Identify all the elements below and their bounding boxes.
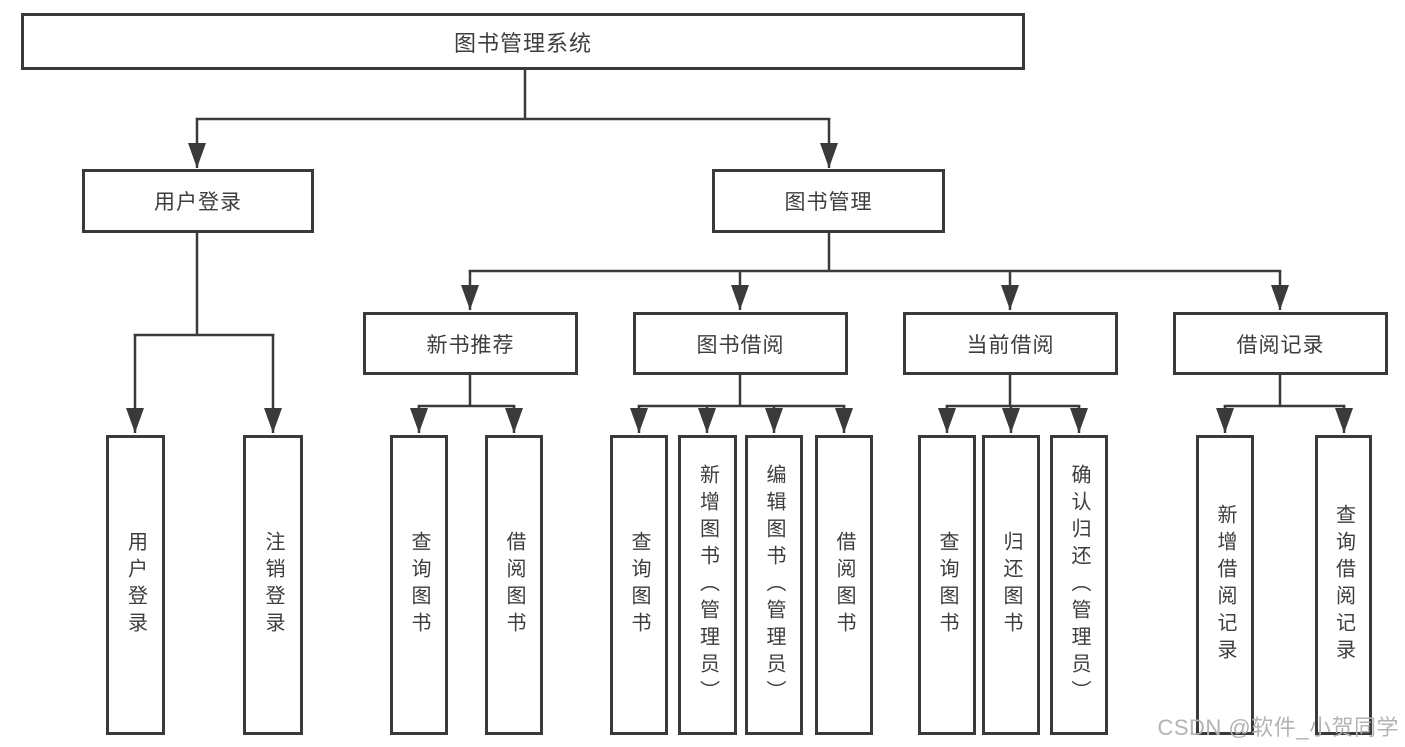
- leaf-nb-borrow-books: 借阅图书: [485, 435, 543, 735]
- leaf-user-login: 用户登录: [106, 435, 165, 735]
- node-label: 图书管理系统: [453, 30, 592, 56]
- leaf-rc-add-record: 新增借阅记录: [1196, 435, 1254, 735]
- csdn-watermark: CSDN @软件_小贺同学: [1157, 715, 1399, 740]
- leaf-cu-return-books: 归还图书: [982, 435, 1040, 735]
- node-user-login-branch: 用户登录: [82, 169, 314, 233]
- leaf-bw-edit-books-admin: 编辑图书（管理员）: [745, 435, 803, 735]
- node-current-borrowing: 当前借阅: [903, 312, 1118, 375]
- node-label: 查询图书: [408, 531, 430, 639]
- node-label: 借阅记录: [1236, 333, 1325, 357]
- node-label: 新书推荐: [426, 333, 515, 357]
- node-label: 确认归还（管理员）: [1068, 463, 1090, 707]
- node-new-book-recommend: 新书推荐: [363, 312, 578, 375]
- node-label: 查询图书: [936, 531, 958, 639]
- leaf-bw-borrow-books: 借阅图书: [815, 435, 873, 735]
- node-label: 新增图书（管理员）: [696, 463, 719, 707]
- node-book-borrowing: 图书借阅: [633, 312, 848, 375]
- node-label: 归还图书: [1000, 531, 1022, 639]
- node-label: 查询借阅记录: [1332, 504, 1355, 666]
- node-label: 用户登录: [154, 191, 242, 214]
- node-label: 图书管理: [784, 191, 873, 214]
- leaf-bw-query-books: 查询图书: [610, 435, 668, 735]
- leaf-cu-confirm-return-admin: 确认归还（管理员）: [1050, 435, 1108, 735]
- leaf-rc-query-record: 查询借阅记录: [1315, 435, 1372, 735]
- node-label: 编辑图书（管理员）: [763, 463, 785, 707]
- node-label: 查询图书: [628, 531, 650, 639]
- leaf-nb-query-books: 查询图书: [390, 435, 448, 735]
- node-label: 借阅图书: [833, 531, 855, 639]
- node-borrowing-records: 借阅记录: [1173, 312, 1388, 375]
- node-label: 新增借阅记录: [1214, 504, 1236, 666]
- leaf-bw-add-books-admin: 新增图书（管理员）: [678, 435, 737, 735]
- leaf-logout: 注销登录: [243, 435, 303, 735]
- node-library-management-system: 图书管理系统: [21, 13, 1025, 70]
- node-label: 注销登录: [262, 531, 284, 639]
- node-label: 图书借阅: [696, 333, 785, 357]
- leaf-cu-query-books: 查询图书: [918, 435, 976, 735]
- node-book-management-branch: 图书管理: [712, 169, 945, 233]
- node-label: 当前借阅: [966, 333, 1055, 357]
- node-label: 借阅图书: [503, 531, 525, 639]
- node-label: 用户登录: [124, 531, 147, 639]
